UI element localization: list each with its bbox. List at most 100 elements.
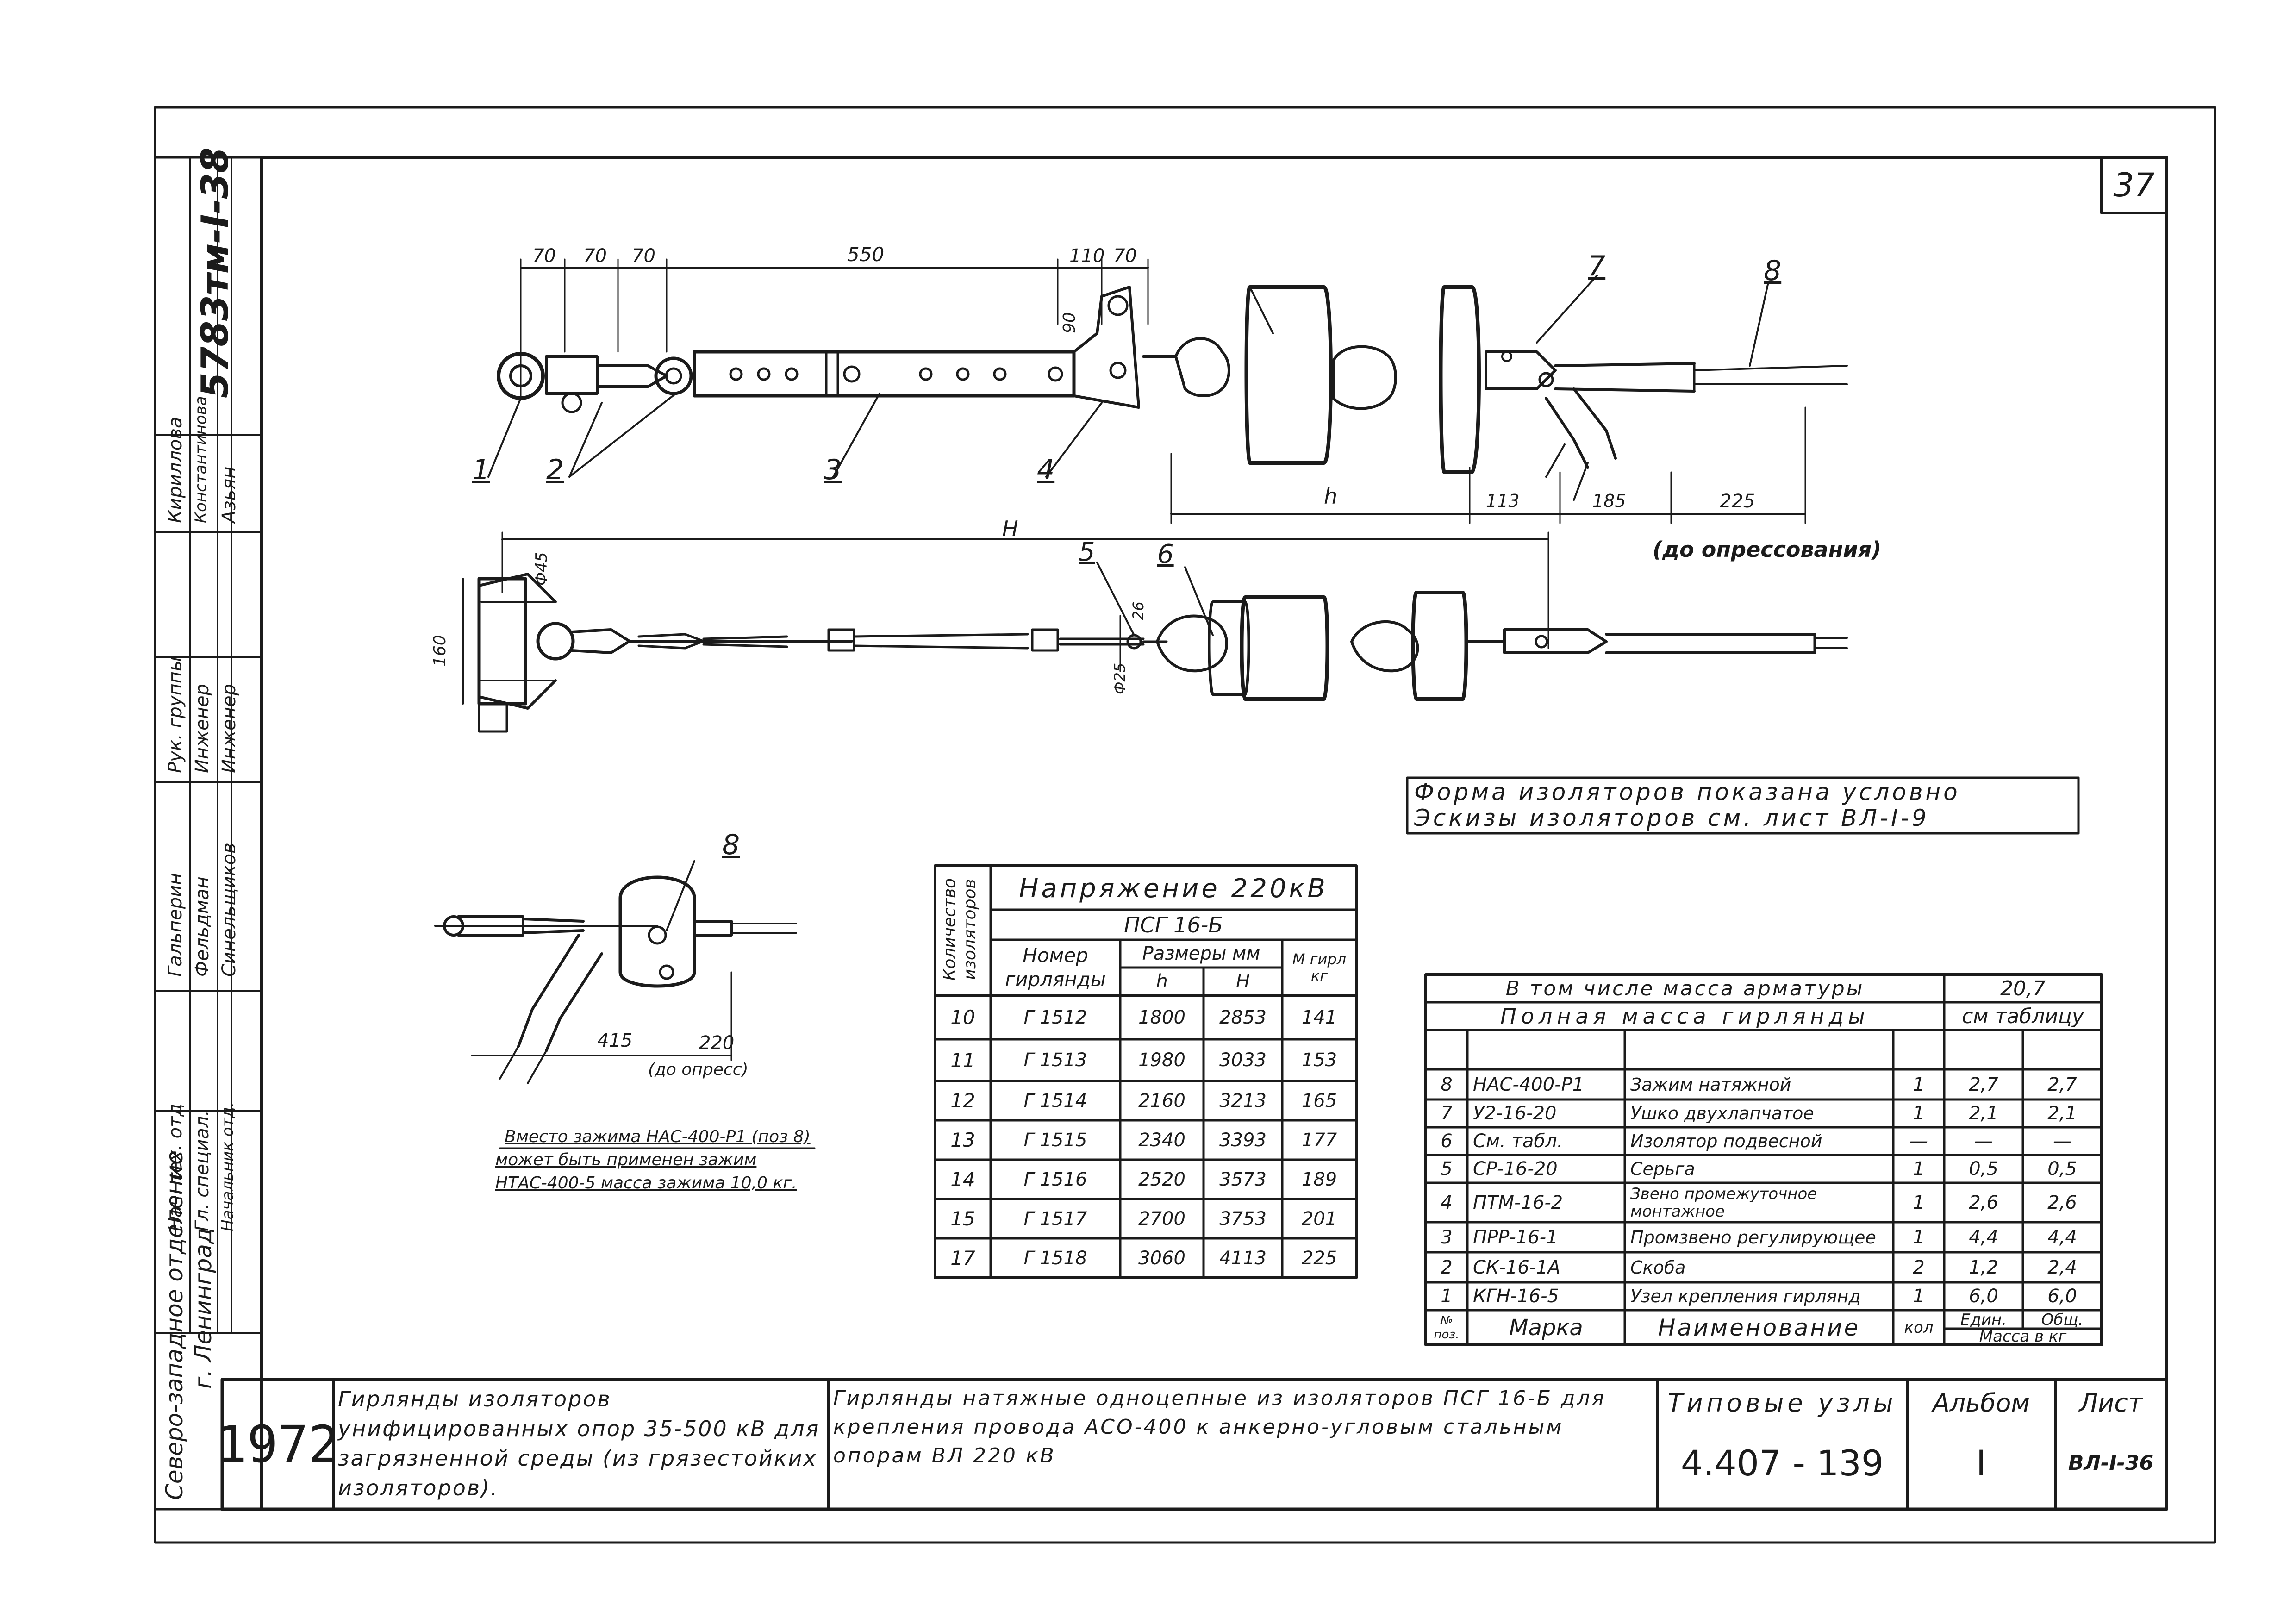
parts-row-1-qty: 1 — [1913, 1286, 1925, 1307]
voltage-table-rotated-header: Количество изоляторов — [940, 878, 980, 981]
side-stamp-role2-2: Инженер — [192, 684, 213, 773]
dim-160: 160 — [430, 635, 449, 667]
parts-total-mass-label: Полная масса гирлянды — [1500, 1004, 1870, 1029]
note-replace-3: НТАС-400-5 масса зажима 10,0 кг. — [495, 1174, 797, 1193]
parts-row-4-unit-mass: 2,6 — [1969, 1192, 1998, 1213]
callout-2: 2 — [546, 454, 564, 486]
parts-row-5-pos: 5 — [1441, 1158, 1453, 1180]
parts-row-7-total-mass: 2,1 — [2047, 1103, 2077, 1124]
dim-225: 225 — [1720, 491, 1755, 512]
voltage-row-5-number: Г 1516 — [1023, 1168, 1087, 1190]
parts-row-6-unit-mass: — — [1974, 1131, 1993, 1152]
voltage-row-1-count: 10 — [950, 1006, 975, 1029]
voltage-row-2-h: 1980 — [1138, 1049, 1185, 1071]
voltage-table-title: Напряжение 220кВ — [1019, 873, 1328, 904]
page-number-box — [2100, 156, 2168, 214]
dim-113: 113 — [1486, 491, 1520, 511]
voltage-row-4-H: 3393 — [1219, 1129, 1267, 1151]
parts-row-1-pos: 1 — [1441, 1286, 1453, 1307]
dim-110: 110 — [1069, 245, 1105, 267]
parts-row-4-qty: 1 — [1913, 1192, 1925, 1213]
dim-h: h — [1324, 484, 1338, 509]
dim-185: 185 — [1592, 491, 1626, 511]
parts-row-2-mark: СК-16-1А — [1473, 1256, 1560, 1278]
parts-row-5-qty: 1 — [1913, 1158, 1925, 1180]
label-before-pressing: (до опрессования) — [1653, 537, 1882, 562]
voltage-row-3-mass: 165 — [1301, 1090, 1337, 1112]
voltage-row-5-mass: 189 — [1301, 1168, 1337, 1190]
parts-row-3-name: Промзвено регулирующее — [1630, 1227, 1876, 1248]
side-stamp-role2-1: Рук. группы — [165, 656, 186, 773]
callout-6: 6 — [1157, 539, 1174, 569]
parts-row-2-pos: 2 — [1441, 1256, 1453, 1278]
callout-3: 3 — [824, 454, 842, 486]
parts-row-8-pos: 8 — [1441, 1074, 1453, 1095]
parts-row-2-name: Скоба — [1630, 1257, 1686, 1278]
parts-row-3-qty: 1 — [1913, 1226, 1925, 1248]
note-shape-line-1: Форма изоляторов показана условно — [1414, 779, 1960, 806]
title-album-label: Альбом — [1932, 1388, 2030, 1418]
voltage-row-7-number: Г 1518 — [1023, 1247, 1087, 1269]
parts-row-8-qty: 1 — [1913, 1074, 1925, 1095]
callout-1: 1 — [472, 454, 490, 486]
voltage-col-h: h — [1156, 971, 1168, 992]
page-number: 37 — [2113, 166, 2155, 204]
voltage-col-H: H — [1235, 971, 1250, 992]
side-stamp-name2-3: Азьян — [218, 466, 240, 523]
voltage-row-3-h: 2160 — [1138, 1090, 1185, 1112]
parts-row-8-name: Зажим натяжной — [1630, 1074, 1791, 1095]
voltage-row-5-H: 3573 — [1219, 1168, 1267, 1190]
label-before-press-small: (до опресс) — [648, 1060, 749, 1079]
voltage-row-3-count: 12 — [950, 1089, 975, 1112]
title-album-value: I — [1976, 1442, 1987, 1484]
dim-90: 90 — [1060, 312, 1079, 333]
voltage-row-7-H: 4113 — [1219, 1247, 1267, 1269]
dim-415: 415 — [597, 1030, 633, 1051]
parts-row-4-pos: 4 — [1441, 1192, 1453, 1213]
parts-row-1-mark: КГН-16-5 — [1473, 1286, 1559, 1307]
voltage-row-7-count: 17 — [950, 1247, 975, 1269]
parts-row-1-unit-mass: 6,0 — [1969, 1286, 1998, 1307]
voltage-row-3-number: Г 1514 — [1023, 1090, 1087, 1112]
parts-row-1-name: Узел крепления гирлянд — [1630, 1286, 1861, 1306]
dim-550: 550 — [847, 243, 885, 266]
dim-220: 220 — [699, 1032, 735, 1054]
parts-table-grid — [1424, 973, 2103, 1346]
parts-row-7-qty: 1 — [1913, 1103, 1925, 1124]
parts-row-2-unit-mass: 1,2 — [1969, 1256, 1998, 1278]
parts-row-5-name: Серьга — [1630, 1159, 1695, 1179]
voltage-row-1-h: 1800 — [1138, 1006, 1185, 1028]
parts-row-5-unit-mass: 0,5 — [1969, 1158, 1998, 1180]
title-series: Гирлянды изоляторов унифицированных опор… — [338, 1387, 820, 1500]
parts-row-6-qty: — — [1909, 1131, 1928, 1152]
dim-H: H — [1002, 516, 1018, 541]
side-stamp-role2-3: Инженер — [218, 684, 240, 773]
voltage-row-1-H: 2853 — [1219, 1006, 1267, 1028]
parts-row-2-qty: 2 — [1913, 1256, 1925, 1278]
dim-70-d: 70 — [1113, 245, 1137, 267]
dim-70-b: 70 — [583, 245, 607, 267]
drawing-code: 5783тм-I-38 — [193, 147, 237, 398]
voltage-row-7-mass: 225 — [1301, 1247, 1337, 1269]
voltage-col-number: Номер гирлянды — [1005, 944, 1106, 991]
note-replace-2: может быть применен зажим — [495, 1150, 757, 1169]
voltage-row-6-number: Г 1517 — [1023, 1208, 1087, 1230]
voltage-row-5-count: 14 — [950, 1168, 975, 1191]
parts-row-8-mark: НАС-400-Р1 — [1473, 1074, 1585, 1095]
title-sheet: Гирлянды натяжные одноцепные из изолятор… — [833, 1387, 1606, 1468]
title-typical-label: Типовые узлы — [1667, 1388, 1897, 1418]
parts-header-unit: Един. — [1960, 1311, 2007, 1329]
voltage-row-1-mass: 141 — [1301, 1006, 1337, 1028]
parts-armature-mass-label: В том числе масса арматуры — [1505, 976, 1865, 1000]
voltage-row-5-h: 2520 — [1138, 1168, 1185, 1190]
parts-row-6-total-mass: — — [2053, 1131, 2071, 1152]
parts-row-6-pos: 6 — [1441, 1131, 1453, 1152]
parts-row-4-mark: ПТМ-16-2 — [1473, 1192, 1563, 1213]
dim-phi25: Ф25 — [1111, 662, 1129, 694]
callout-7: 7 — [1588, 250, 1606, 282]
side-stamp-name-2: Фельдман — [192, 876, 213, 977]
note-box — [1406, 776, 2080, 835]
voltage-row-4-mass: 177 — [1301, 1129, 1337, 1151]
voltage-row-2-count: 11 — [950, 1049, 975, 1072]
